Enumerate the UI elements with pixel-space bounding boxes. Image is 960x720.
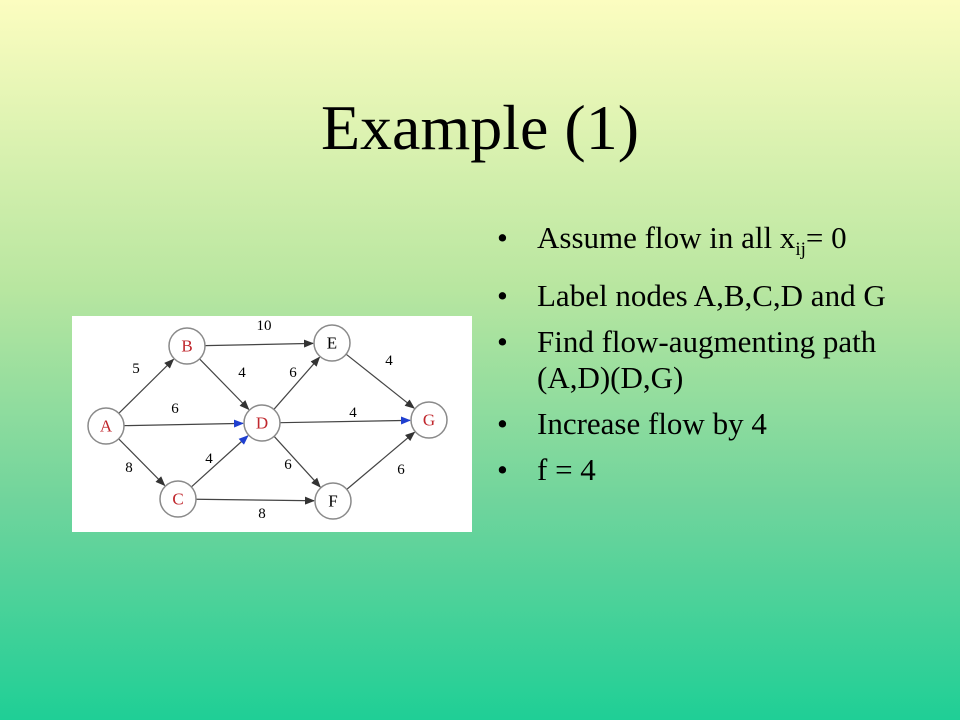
edge-capacity-label: 6 bbox=[289, 365, 297, 381]
node-D-circle bbox=[243, 404, 281, 442]
edge-A-D bbox=[123, 419, 245, 428]
edge-capacity-label: 5 bbox=[132, 361, 140, 377]
edge-capacity-label: 4 bbox=[205, 451, 213, 467]
edge-C-D bbox=[190, 435, 249, 488]
bullet-list: • Assume flow in all xij= 0 • Label node… bbox=[497, 220, 937, 498]
edge-capacity-label: 8 bbox=[125, 460, 133, 476]
edge-capacity-label: 8 bbox=[258, 506, 266, 522]
edge-F-G bbox=[346, 431, 416, 490]
edge-capacity-label: 6 bbox=[171, 401, 179, 417]
node-A-label: A bbox=[100, 417, 113, 436]
edge-B-D bbox=[199, 358, 250, 411]
edge-A-C bbox=[118, 438, 166, 487]
bullet-icon: • bbox=[497, 406, 508, 441]
bullet-icon: • bbox=[497, 278, 508, 313]
network-flow-diagram: 5 6 8 10 4 4 8 6 4 6 4 6 A B C D E F G bbox=[72, 316, 472, 532]
node-B-label: B bbox=[181, 337, 192, 356]
edge-B-E bbox=[204, 339, 315, 348]
edge-D-F bbox=[273, 435, 321, 488]
bullet-subscript: ij bbox=[795, 239, 806, 260]
node-F-label: F bbox=[328, 492, 337, 511]
bullet-icon: • bbox=[497, 452, 508, 487]
edge-D-E bbox=[273, 356, 321, 410]
edge-capacity-label: 10 bbox=[257, 318, 272, 334]
slide-title: Example (1) bbox=[320, 92, 640, 163]
edge-capacity-label: 6 bbox=[397, 462, 405, 478]
node-C-label: C bbox=[172, 490, 183, 509]
edge-capacity-label: 4 bbox=[238, 365, 246, 381]
node-A-circle bbox=[87, 407, 125, 445]
bullet-icon: • bbox=[497, 220, 508, 255]
edge-capacity-label: 4 bbox=[349, 405, 357, 421]
edge-A-B bbox=[118, 358, 175, 414]
bullet-text: Increase flow by 4 bbox=[537, 406, 767, 441]
edge-capacity-label: 6 bbox=[284, 457, 292, 473]
bullet-item: • Find flow-augmenting path (A,D)(D,G) bbox=[497, 324, 937, 396]
node-D-label: D bbox=[256, 414, 268, 433]
node-C-circle bbox=[159, 480, 197, 518]
edge-D-G bbox=[279, 416, 412, 425]
node-G-circle bbox=[410, 401, 448, 439]
bullet-item: • Assume flow in all xij= 0 bbox=[497, 220, 937, 268]
bullet-item: • f = 4 bbox=[497, 452, 937, 488]
bullet-item: • Label nodes A,B,C,D and G bbox=[497, 278, 937, 314]
edge-E-G bbox=[345, 353, 415, 409]
node-F-circle bbox=[314, 482, 352, 520]
node-E-label: E bbox=[327, 334, 337, 353]
node-E-circle bbox=[313, 324, 351, 362]
bullet-text-suffix: = 0 bbox=[805, 220, 847, 255]
edge-C-F bbox=[195, 496, 316, 505]
bullet-text: Find flow-augmenting path (A,D)(D,G) bbox=[537, 324, 877, 395]
bullet-item: • Increase flow by 4 bbox=[497, 406, 937, 442]
bullet-icon: • bbox=[497, 324, 508, 359]
node-G-label: G bbox=[423, 411, 435, 430]
edge-capacity-label: 4 bbox=[385, 353, 393, 369]
bullet-text: Assume flow in all x bbox=[537, 220, 796, 255]
bullet-text: f = 4 bbox=[537, 452, 596, 487]
node-B-circle bbox=[168, 327, 206, 365]
bullet-text: Label nodes A,B,C,D and G bbox=[537, 278, 886, 313]
